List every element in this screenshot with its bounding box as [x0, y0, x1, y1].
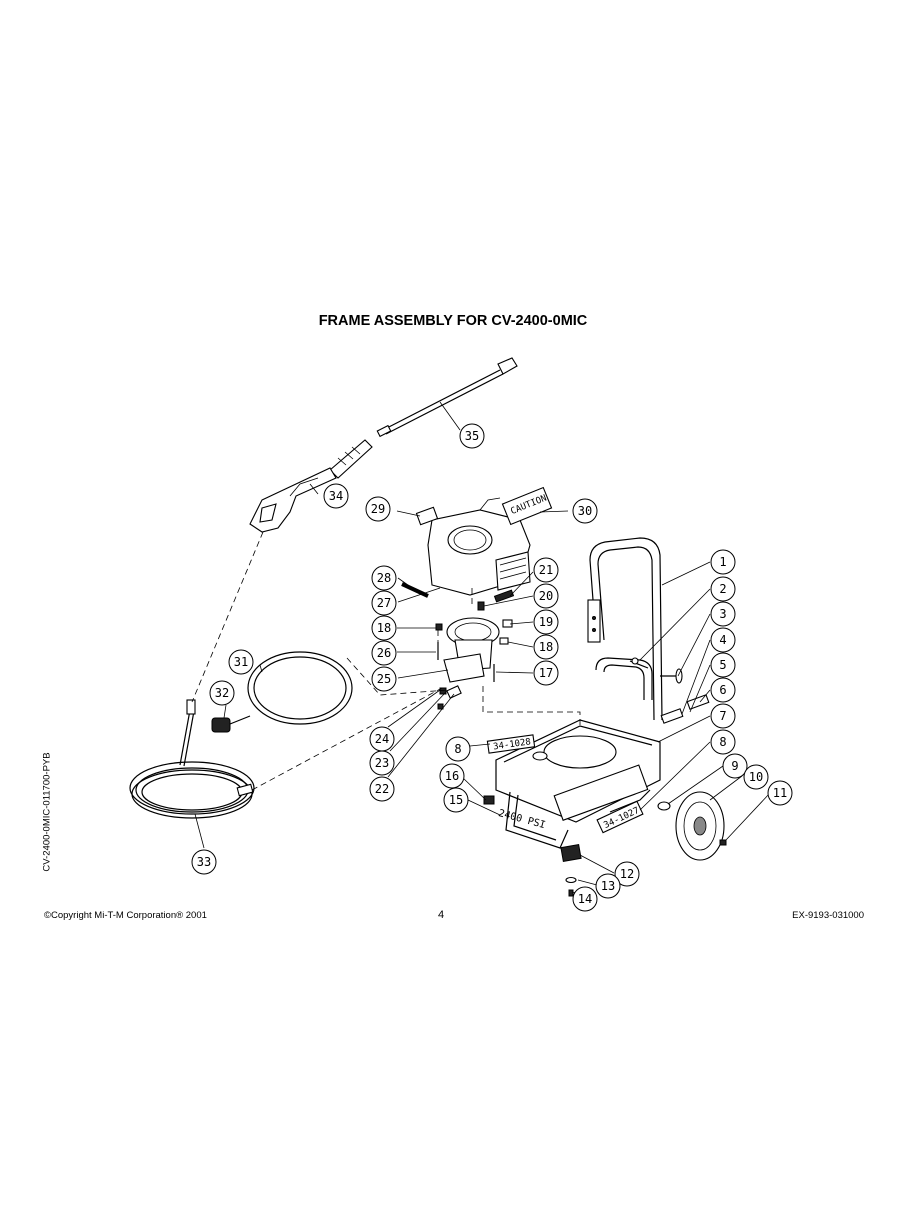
svg-text:21: 21	[539, 563, 553, 577]
svg-text:33: 33	[197, 855, 211, 869]
footer-copyright: ©Copyright Mi-T-M Corporation® 2001	[44, 910, 207, 921]
svg-text:3: 3	[719, 607, 726, 621]
callout-5: 5	[710, 652, 736, 678]
svg-text:14: 14	[578, 892, 592, 906]
svg-text:35: 35	[465, 429, 479, 443]
svg-text:24: 24	[375, 732, 389, 746]
pump	[443, 617, 500, 683]
svg-text:25: 25	[377, 672, 391, 686]
fasteners	[401, 506, 515, 710]
svg-text:27: 27	[377, 596, 391, 610]
callout-27: 27	[371, 590, 397, 616]
callout-29: 29	[365, 496, 391, 522]
callout-15: 15	[443, 787, 469, 813]
callout-31: 31	[228, 649, 254, 675]
svg-text:5: 5	[719, 658, 726, 672]
footer-page-number: 4	[438, 909, 445, 921]
callout-25: 25	[371, 666, 397, 692]
callout-28: 28	[371, 565, 397, 591]
callout-17: 17	[533, 660, 559, 686]
svg-text:22: 22	[375, 782, 389, 796]
inlet-filter	[211, 715, 251, 733]
svg-text:19: 19	[539, 615, 553, 629]
callout-6: 6	[710, 677, 736, 703]
callout-21: 21	[533, 557, 559, 583]
svg-text:34: 34	[329, 489, 343, 503]
callout-20: 20	[533, 583, 559, 609]
svg-text:2: 2	[719, 582, 726, 596]
spray-gun	[249, 439, 373, 533]
callout-33: 33	[191, 849, 217, 875]
svg-text:8: 8	[454, 742, 461, 756]
callout-18-right: 18	[533, 634, 559, 660]
callout-8-right: 8	[710, 729, 736, 755]
footer-doc-code: EX-9193-031000	[792, 910, 864, 921]
svg-text:20: 20	[539, 589, 553, 603]
callout-35: 35	[459, 423, 485, 449]
callout-4: 4	[710, 627, 736, 653]
callout-34: 34	[323, 483, 349, 509]
callout-18-left: 18	[371, 615, 397, 641]
callout-14: 14	[572, 886, 598, 912]
callout-26: 26	[371, 640, 397, 666]
callouts: 1 2 3 4 5 6 7 8 8 9 10 11 12 13 14 15 16…	[191, 423, 793, 912]
leader-lines	[194, 401, 771, 896]
svg-text:26: 26	[377, 646, 391, 660]
callout-9: 9	[722, 753, 748, 779]
svg-text:28: 28	[377, 571, 391, 585]
callout-13: 13	[595, 873, 621, 899]
callout-23: 23	[369, 750, 395, 776]
svg-text:29: 29	[371, 502, 385, 516]
side-document-code: CV-2400-0MIC-011700-PYB	[41, 752, 53, 872]
callout-24: 24	[369, 726, 395, 752]
svg-text:9: 9	[731, 759, 738, 773]
svg-text:23: 23	[375, 756, 389, 770]
callout-32: 32	[209, 680, 235, 706]
callout-19: 19	[533, 609, 559, 635]
svg-text:11: 11	[773, 786, 787, 800]
svg-text:13: 13	[601, 879, 615, 893]
high-pressure-hose	[129, 699, 255, 819]
frame-handle	[587, 537, 663, 721]
svg-text:31: 31	[234, 655, 248, 669]
callout-11: 11	[767, 780, 793, 806]
inlet-hose-coil	[247, 651, 353, 725]
callout-22: 22	[369, 776, 395, 802]
svg-text:18: 18	[539, 640, 553, 654]
svg-text:1: 1	[719, 555, 726, 569]
svg-text:6: 6	[719, 683, 726, 697]
callout-3: 3	[710, 601, 736, 627]
svg-text:10: 10	[749, 770, 763, 784]
svg-text:8: 8	[719, 735, 726, 749]
spray-wand	[376, 357, 518, 438]
svg-text:32: 32	[215, 686, 229, 700]
svg-text:7: 7	[719, 709, 726, 723]
callout-30: 30	[572, 498, 598, 524]
frame-base	[495, 657, 661, 897]
svg-text:16: 16	[445, 769, 459, 783]
callout-12: 12	[614, 861, 640, 887]
callout-8-left: 8	[445, 736, 471, 762]
svg-text:4: 4	[719, 633, 726, 647]
callout-10: 10	[743, 764, 769, 790]
connection-lines	[191, 531, 581, 791]
psi-decal-label: 2400 PSI	[497, 808, 546, 831]
svg-text:18: 18	[377, 621, 391, 635]
callout-2: 2	[710, 576, 736, 602]
callout-16: 16	[439, 763, 465, 789]
page-title: FRAME ASSEMBLY FOR CV-2400-0MIC	[318, 313, 588, 329]
callout-1: 1	[710, 549, 736, 575]
svg-text:17: 17	[539, 666, 553, 680]
engine: CAUTION	[427, 486, 553, 596]
svg-text:12: 12	[620, 867, 634, 881]
wheel	[629, 657, 727, 861]
callout-7: 7	[710, 703, 736, 729]
svg-text:15: 15	[449, 793, 463, 807]
svg-text:30: 30	[578, 504, 592, 518]
